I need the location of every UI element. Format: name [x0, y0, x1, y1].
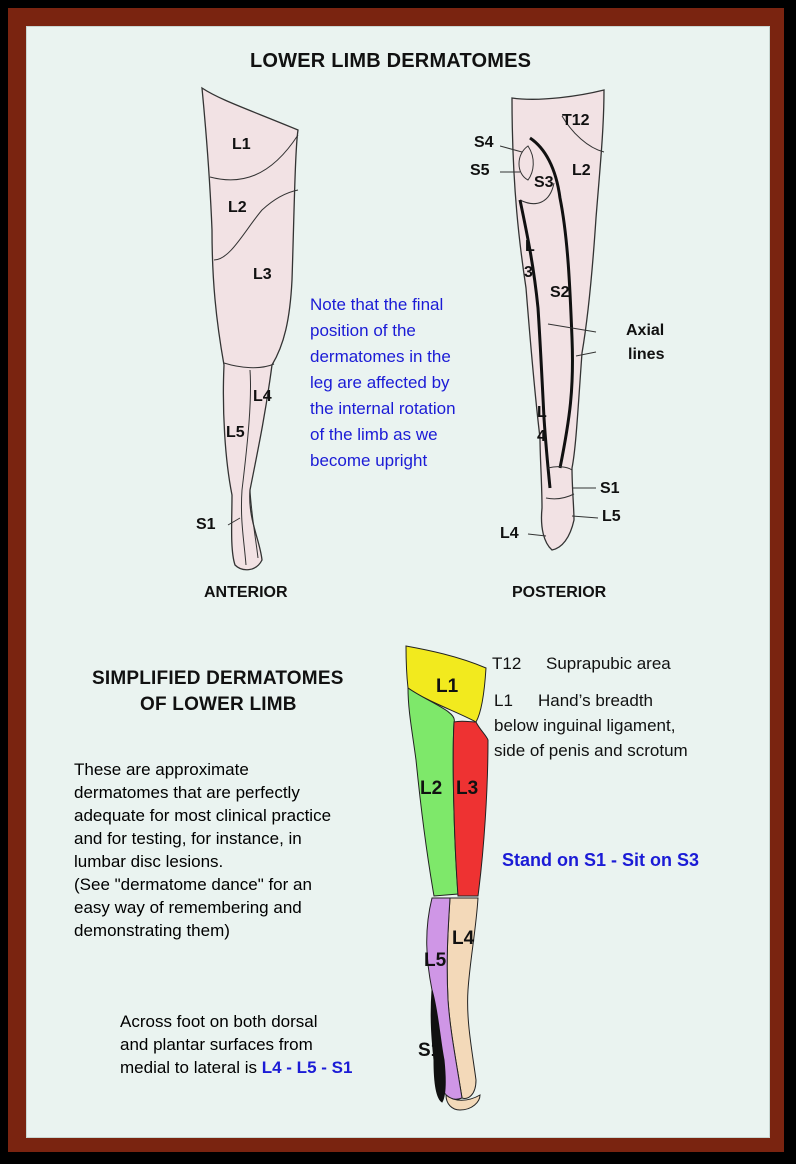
posterior-axial-line-2: [529, 136, 574, 469]
posterior-s3-boundary: [519, 182, 555, 205]
simplified-label-l1: L1: [436, 676, 459, 697]
simplified-label-l5: L5: [424, 950, 447, 971]
anterior-s1-pointer: [227, 517, 241, 526]
note-line: dermatomes in the: [310, 347, 451, 366]
region-l3: [452, 720, 489, 897]
description-line: easy way of remembering and: [74, 898, 302, 917]
posterior-ankle-band: [545, 466, 575, 500]
posterior-label-s5: S5: [470, 162, 490, 179]
note-line: position of the: [310, 321, 416, 340]
foot-line-prefix: medial to lateral is: [120, 1058, 262, 1077]
axial-lines-label-1: Axial: [626, 322, 665, 339]
note-line: Note that the final: [310, 295, 444, 314]
simplified-label-s1: S1: [418, 1040, 442, 1061]
foot-toes: [445, 1093, 481, 1111]
axial-pointer-1: [547, 323, 597, 333]
anterior-leg-diagram: [201, 86, 299, 571]
posterior-label-s3: S3: [534, 174, 554, 191]
anterior-leg-outline: [201, 86, 299, 571]
description-line: (See "dermatome dance" for an: [74, 875, 312, 894]
note-line: of the limb as we: [310, 425, 438, 444]
anterior-label-l4: L4: [253, 388, 272, 405]
posterior-label-l3-letter: L: [525, 238, 535, 255]
foot-line: medial to lateral is L4 - L5 - S1: [120, 1056, 420, 1079]
posterior-label-s2: S2: [550, 284, 570, 301]
anterior-s1-boundary: [249, 489, 259, 559]
posterior-label-s1: S1: [600, 480, 620, 497]
description-line: lumbar disc lesions.: [74, 852, 224, 871]
legend-l1-line1: Hand’s breadth: [538, 691, 653, 710]
simplified-heading-1: SIMPLIFIED DERMATOMES: [92, 668, 344, 689]
note-line: leg are affected by: [310, 373, 450, 392]
posterior-s4-pointer: [500, 145, 523, 153]
mnemonic-text: Stand on S1 - Sit on S3: [502, 850, 700, 870]
posterior-label-l4-letter: L: [537, 404, 547, 421]
posterior-l5-pointer: [571, 515, 599, 519]
description-line: and for testing, for instance, in: [74, 829, 302, 848]
legend-l1-code: L1: [494, 691, 513, 710]
anterior-label-l1: L1: [232, 136, 251, 153]
foot-line: Across foot on both dorsal: [120, 1012, 318, 1031]
description-line: demonstrating them): [74, 921, 230, 940]
anterior-label-l2: L2: [228, 199, 247, 216]
posterior-leg-diagram: [500, 89, 605, 551]
anterior-label-l3: L3: [253, 266, 272, 283]
legend-t12-code: T12: [492, 654, 522, 673]
foot-text: Across foot on both dorsal and plantar s…: [120, 1010, 420, 1079]
anterior-label-s1: S1: [196, 516, 216, 533]
anterior-knee-line: [223, 362, 275, 369]
posterior-label-l4-number: 4: [537, 428, 546, 445]
posterior-caption: POSTERIOR: [512, 584, 607, 601]
axial-pointer-2: [575, 351, 597, 357]
anterior-l1-boundary: [209, 134, 299, 181]
anterior-l4-l5-boundary: [240, 369, 252, 566]
note-line: become upright: [310, 451, 428, 470]
posterior-label-t12: T12: [562, 112, 590, 129]
note-line: the internal rotation: [310, 399, 456, 418]
description-line: adequate for most clinical practice: [74, 806, 332, 825]
posterior-s4-s5-arc: [518, 145, 534, 181]
foot-line: and plantar surfaces from: [120, 1035, 313, 1054]
posterior-axial-line-1: [518, 199, 552, 489]
legend-t12-text: Suprapubic area: [546, 654, 671, 673]
posterior-label-l4-foot: L4: [500, 525, 519, 542]
description-line: dermatomes that are perfectly: [74, 783, 300, 802]
description-line: These are approximate: [74, 760, 249, 779]
simplified-leg-diagram: [405, 645, 489, 1111]
legend-l1-line3: side of penis and scrotum: [494, 741, 688, 760]
anterior-caption: ANTERIOR: [204, 584, 288, 601]
posterior-l4-pointer: [527, 533, 547, 537]
rotation-note: Note that the final position of the derm…: [310, 292, 510, 474]
posterior-label-l2: L2: [572, 162, 591, 179]
axial-lines-label-2: lines: [628, 346, 665, 363]
posterior-leg-outline: [511, 89, 605, 551]
posterior-label-l5: L5: [602, 508, 621, 525]
simplified-label-l2: L2: [420, 778, 443, 799]
anterior-l2-boundary: [213, 189, 299, 261]
posterior-label-s4: S4: [474, 134, 494, 151]
simplified-label-l3: L3: [456, 778, 479, 799]
foot-sequence: L4 - L5 - S1: [261, 1058, 353, 1077]
simplified-heading-2: OF LOWER LIMB: [140, 694, 297, 715]
poster-panel: [26, 26, 770, 1138]
posterior-label-l3-number: 3: [524, 264, 533, 281]
description-paragraph: These are approximate dermatomes that ar…: [74, 758, 414, 942]
legend-l1-line2: below inguinal ligament,: [494, 716, 676, 735]
region-s1: [430, 989, 446, 1103]
main-title: LOWER LIMB DERMATOMES: [250, 50, 532, 72]
simplified-label-l4: L4: [452, 928, 475, 949]
anterior-label-l5: L5: [226, 424, 245, 441]
posterior-t12-boundary: [561, 115, 605, 153]
